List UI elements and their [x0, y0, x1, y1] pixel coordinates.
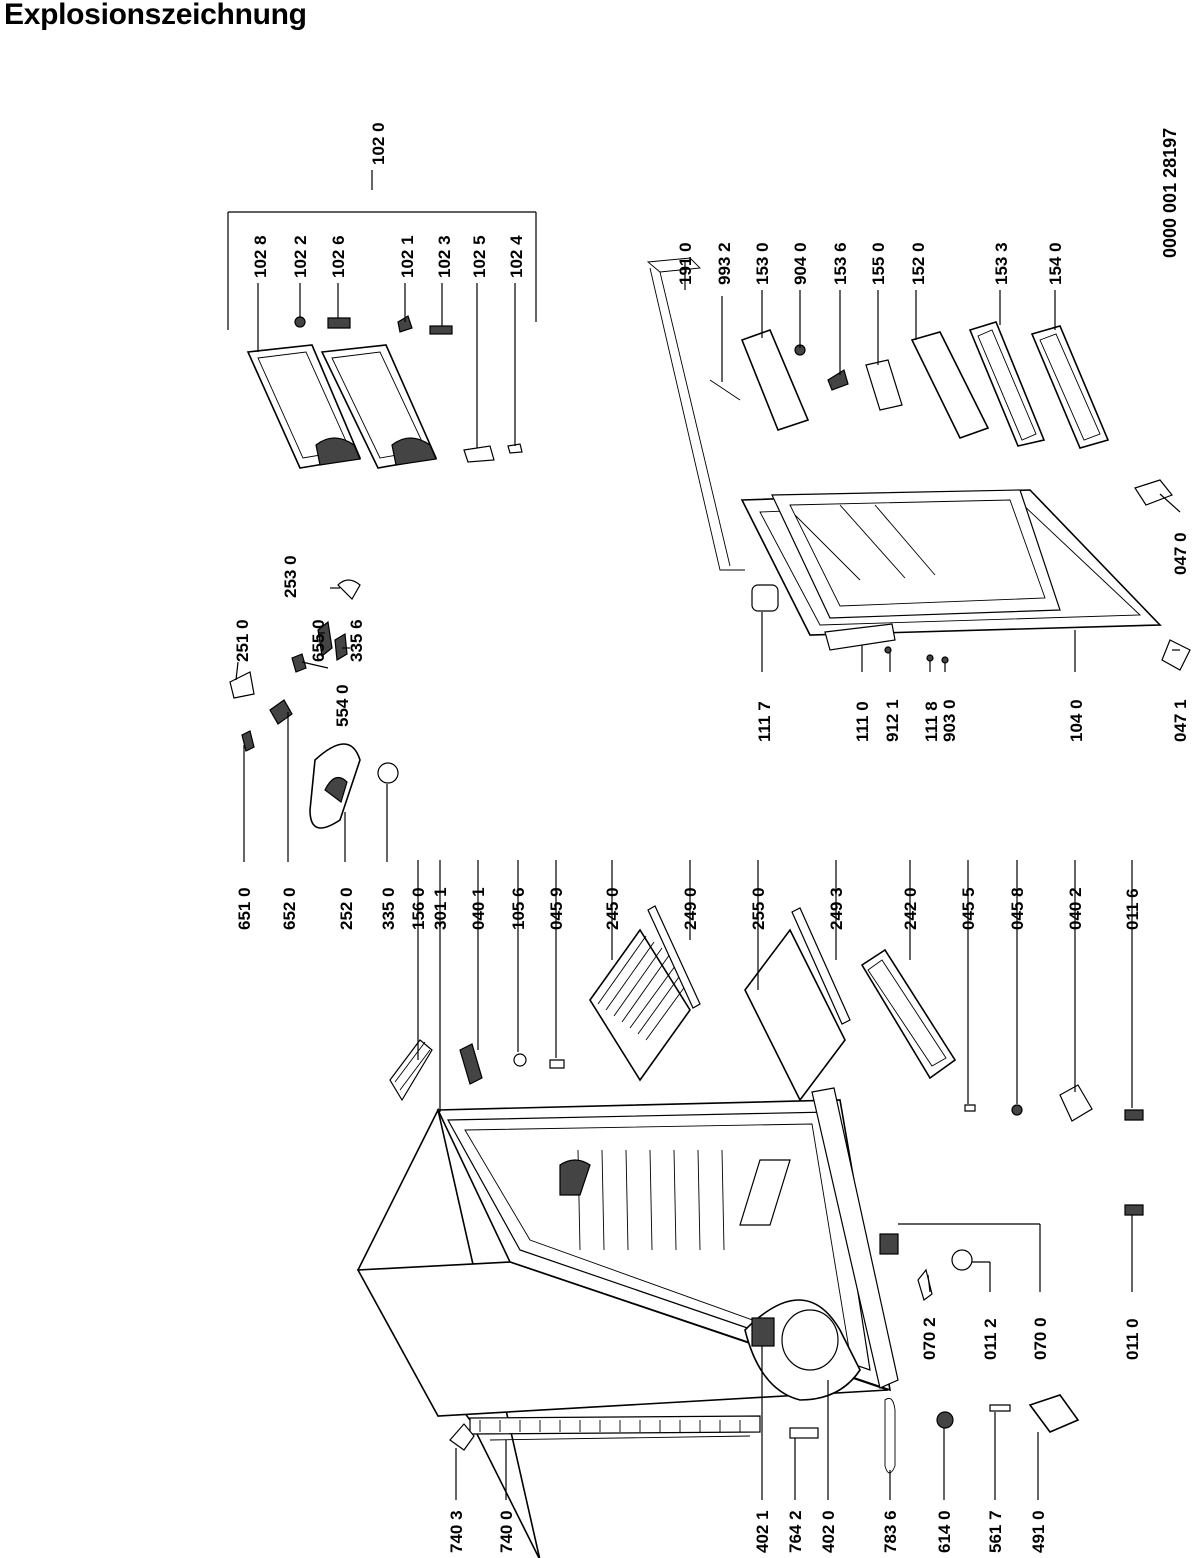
part-label: 011 0	[1123, 1318, 1142, 1360]
thermostat-controls-drawing	[229, 579, 399, 829]
part-label: 903 0	[940, 699, 959, 742]
part-label: 252 0	[337, 887, 356, 930]
document-number: 0000 001 28197	[1160, 128, 1180, 258]
part-label: 154 0	[1046, 242, 1065, 285]
part-label: 255 0	[749, 887, 768, 930]
part-label: 249 0	[681, 887, 700, 930]
part-label: 011 2	[981, 1318, 1000, 1360]
part-label: 153 0	[753, 242, 772, 285]
part-label: 249 3	[827, 887, 846, 930]
part-label: 652 0	[280, 887, 299, 930]
part-label: 102 1	[398, 235, 417, 278]
part-label: 251 0	[233, 619, 252, 662]
part-label: 155 0	[869, 242, 888, 285]
part-label: 040 2	[1066, 887, 1085, 930]
part-label: 102 3	[435, 235, 454, 278]
part-label: 242 0	[901, 887, 920, 930]
part-label: 070 0	[1031, 1317, 1050, 1360]
part-label: 111 0	[853, 701, 872, 742]
part-labels: 102 0 102 8 102 2 102 6 102 1 102 3 102 …	[233, 122, 1190, 1553]
part-label: 047 0	[1171, 532, 1190, 575]
part-label: 402 1	[753, 1510, 772, 1553]
part-label: 104 0	[1067, 699, 1086, 742]
part-label: 912 1	[883, 699, 902, 742]
part-label: 102 4	[507, 235, 526, 278]
part-label: 111 7	[755, 701, 774, 742]
part-label: 102 6	[329, 235, 348, 278]
part-label: 102 2	[291, 235, 310, 278]
part-label: 491 0	[1029, 1510, 1048, 1553]
part-label: 554 0	[333, 684, 352, 727]
part-label: 335 6	[347, 619, 366, 662]
part-label: 045 8	[1008, 887, 1027, 930]
shelves-drawers-drawing	[389, 905, 1144, 1122]
part-label: 402 0	[819, 1510, 838, 1553]
leader-lines	[227, 170, 1181, 1500]
part-label: 561 7	[986, 1510, 1005, 1553]
part-label: 301 1	[431, 887, 450, 930]
part-label: 904 0	[791, 242, 810, 285]
part-label: 191 0	[676, 242, 695, 285]
page-title: Explosionszeichnung	[4, 0, 307, 31]
freezer-shelves-drawing	[246, 315, 523, 469]
part-label: 011 6	[1123, 888, 1142, 930]
part-label: 045 9	[547, 887, 566, 930]
part-label: 740 3	[447, 1510, 466, 1553]
part-label: 253 0	[281, 555, 300, 598]
part-label: 152 0	[909, 242, 928, 285]
part-label: 047 1	[1171, 699, 1190, 742]
part-label: 111 8	[922, 701, 941, 742]
part-label: 153 6	[831, 242, 850, 285]
part-label: 740 0	[497, 1510, 516, 1553]
part-label: 070 2	[920, 1317, 939, 1360]
cabinet-drawing	[356, 1087, 1144, 1558]
part-label: 614 0	[935, 1510, 954, 1553]
part-label: 993 2	[715, 242, 734, 285]
part-label: 335 0	[379, 887, 398, 930]
door-liner-drawing	[646, 257, 1162, 664]
part-label: 102 8	[251, 235, 270, 278]
part-label: 783 6	[881, 1510, 900, 1553]
part-label: 040 1	[469, 887, 488, 930]
part-label: 764 2	[786, 1510, 805, 1553]
part-label: 102 5	[470, 235, 489, 278]
part-label: 156 0	[409, 887, 428, 930]
part-label: 245 0	[603, 887, 622, 930]
part-label: 102 0	[369, 122, 388, 165]
part-label: 105 6	[509, 887, 528, 930]
door-shelves-drawing	[709, 321, 1191, 671]
part-label: 655 0	[309, 619, 328, 662]
part-label: 045 5	[959, 887, 978, 930]
part-label: 651 0	[235, 887, 254, 930]
part-label: 153 3	[992, 242, 1011, 285]
